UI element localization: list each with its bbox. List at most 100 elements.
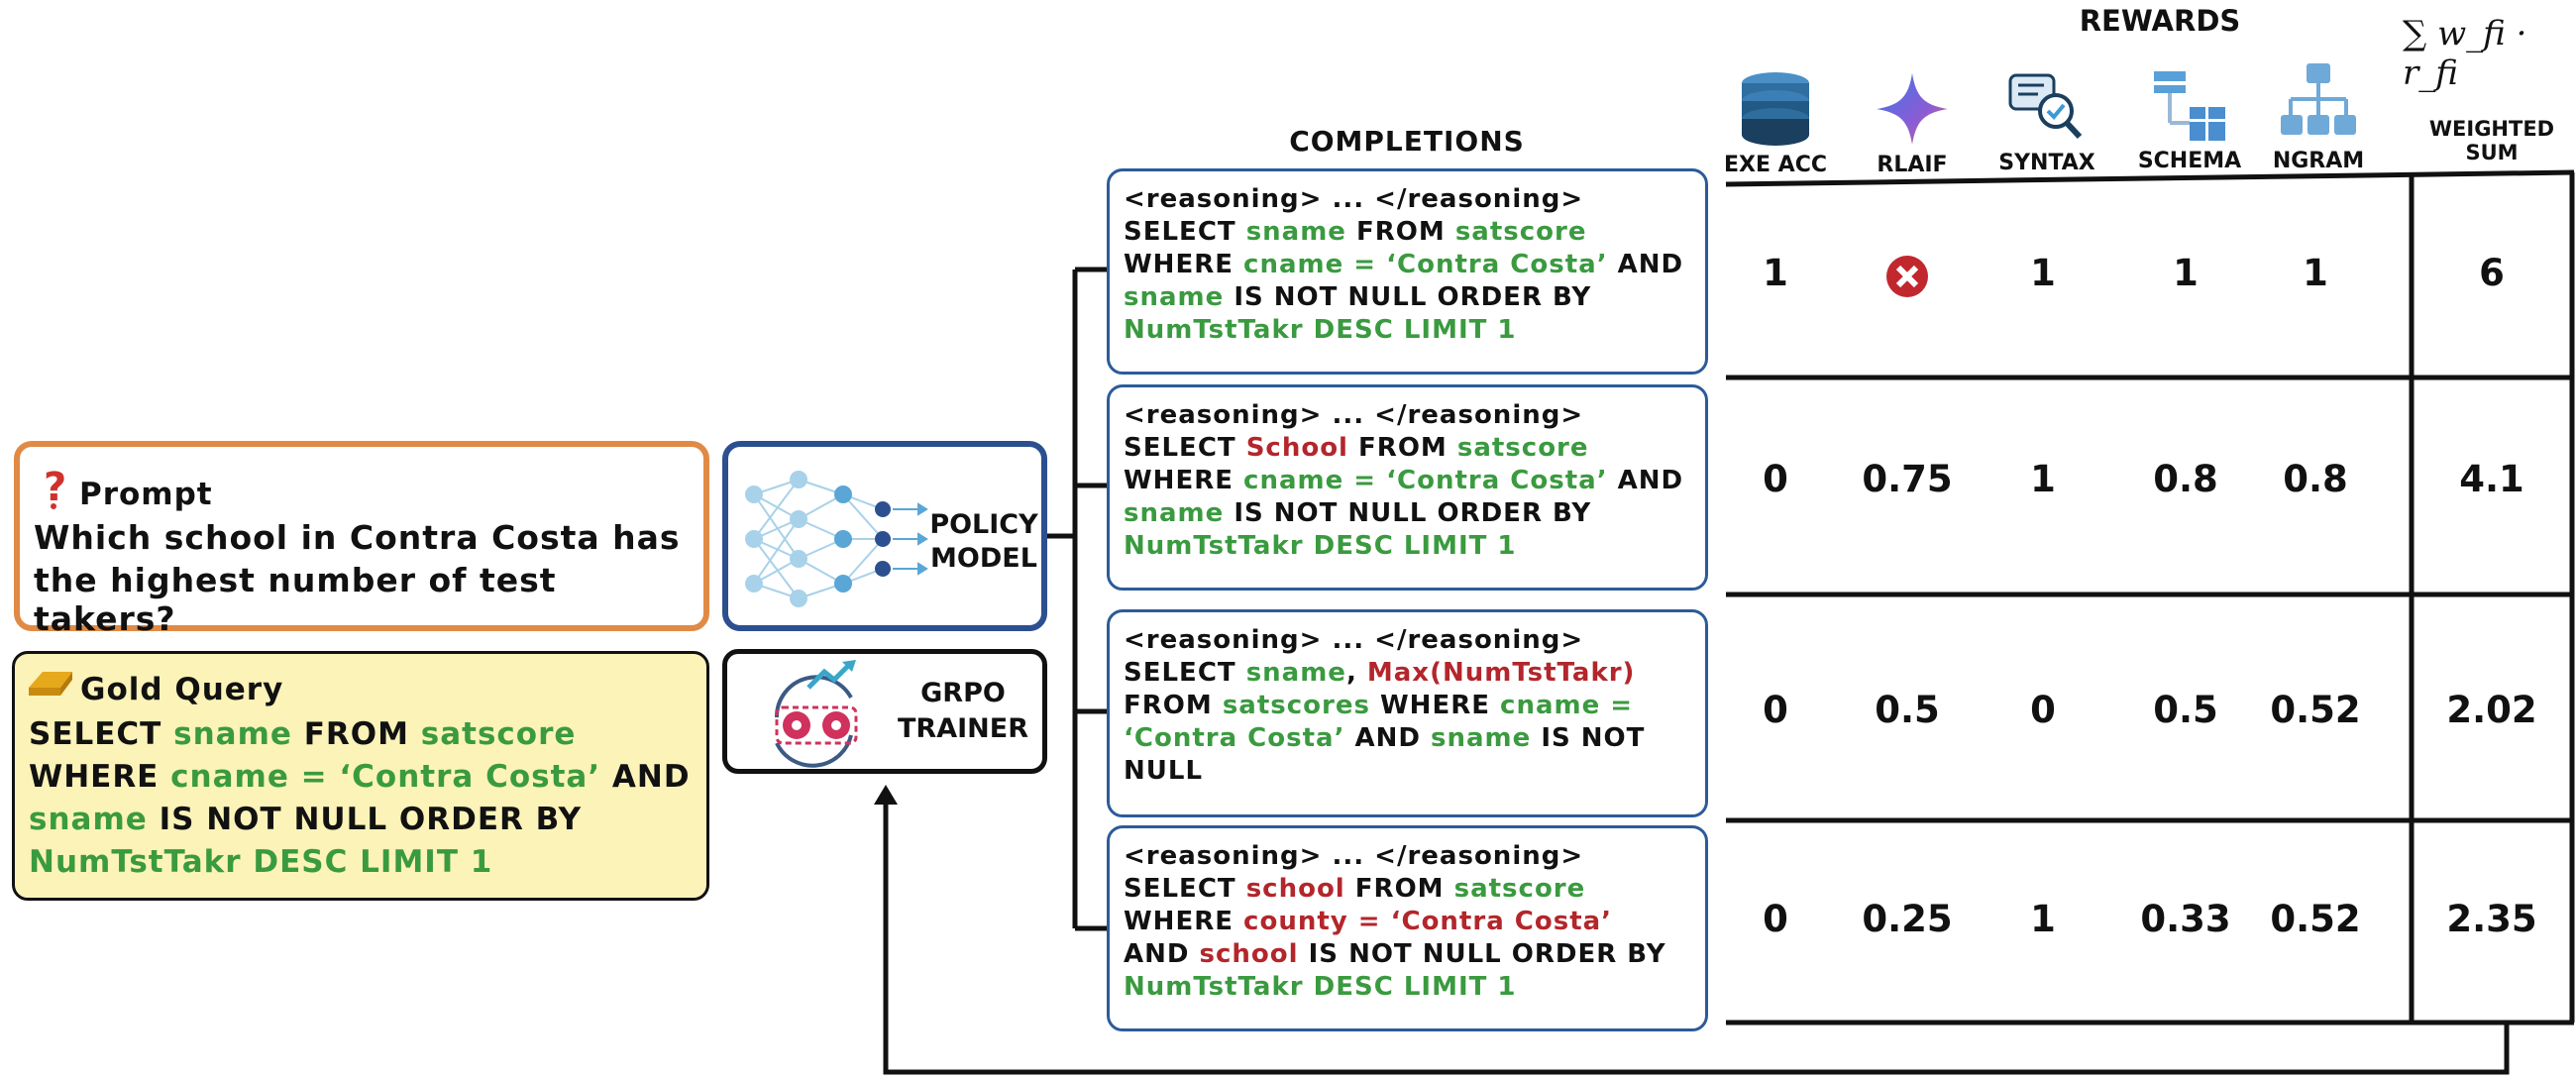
completion-4-line-1: SELECT school FROM satscore — [1124, 873, 1705, 906]
completion-2-line-2: WHERE cname = ‘Contra Costa’ AND — [1124, 465, 1705, 497]
database-icon — [1742, 72, 1809, 146]
completion-3-line-2: FROM satscores WHERE cname = — [1124, 690, 1705, 722]
reward-value: 0 — [1763, 898, 1788, 940]
sql-token: satscore — [1456, 433, 1589, 463]
schema-icon — [2154, 71, 2225, 141]
sql-token: FROM — [1344, 874, 1454, 904]
completion-4-line-4: NumTstTakr DESC LIMIT 1 — [1124, 971, 1705, 1004]
sql-token: , — [1345, 658, 1367, 688]
sql-token: Max(NumTstTakr) — [1366, 658, 1636, 688]
reward-header-syntax: SYNTAX — [1998, 151, 2095, 175]
completion-2-line-3: sname IS NOT NULL ORDER BY — [1124, 497, 1705, 530]
sql-token: satscore — [1453, 874, 1586, 904]
reward-value: 0 — [2030, 689, 2056, 731]
reward-value: 0.25 — [1862, 898, 1953, 940]
reward-value: 1 — [2030, 252, 2056, 294]
sql-token: cname = ‘Contra Costa’ — [1243, 250, 1608, 279]
sql-token: NumTstTakr DESC LIMIT 1 — [1124, 315, 1517, 345]
weighted-sum-value: 2.35 — [2446, 898, 2537, 940]
completion-1-line-3: sname IS NOT NULL ORDER BY — [1124, 281, 1705, 314]
sql-token: IS NOT NULL ORDER BY — [1224, 498, 1592, 528]
completion-1-reasoning: <reasoning> ... </reasoning> — [1124, 184, 1584, 214]
reward-header-rlaif: RLAIF — [1877, 153, 1948, 177]
neural-network-icon — [745, 471, 928, 607]
reward-value: 0.52 — [2270, 898, 2361, 940]
reward-value: 0.5 — [1875, 689, 1940, 731]
rewards-title: REWARDS — [2079, 4, 2241, 38]
sql-token: cname = — [1500, 691, 1634, 720]
sql-token: WHERE — [1369, 691, 1501, 720]
reward-value: 0 — [1763, 458, 1788, 500]
completion-1-line-1: SELECT sname FROM satscore — [1124, 216, 1705, 249]
completion-3-line-3: ‘Contra Costa’ AND sname IS NOT — [1124, 722, 1705, 755]
gold-line-1: SELECT sname FROM satscore — [29, 716, 577, 752]
sql-token: sname — [1124, 282, 1225, 312]
reward-header-schema: SCHEMA — [2137, 149, 2242, 173]
sql-token: SELECT — [1124, 433, 1246, 463]
weighted-sum-value: 4.1 — [2459, 458, 2524, 500]
completion-3-reasoning: <reasoning> ... </reasoning> — [1124, 625, 1584, 655]
completion-box-1: <reasoning> ... </reasoning> SELECT snam… — [1107, 168, 1708, 375]
gold-query-title: Gold Query — [80, 672, 284, 707]
completion-3-sql: SELECT sname, Max(NumTstTakr)FROM satsco… — [1124, 657, 1705, 788]
reward-value: 0.5 — [2153, 689, 2218, 731]
sql-token: FROM — [1345, 217, 1455, 247]
prompt-question-line2: the highest number of test takers? — [34, 561, 557, 638]
sql-token: NULL — [1124, 756, 1204, 786]
completion-2-line-4: NumTstTakr DESC LIMIT 1 — [1124, 530, 1705, 563]
completion-4-line-2: WHERE county = ‘Contra Costa’ — [1124, 906, 1705, 938]
weighted-sum-formula: ∑ w_fi · r_fi — [2403, 14, 2527, 93]
sql-token: county = ‘Contra Costa’ — [1243, 907, 1613, 936]
reward-header-ngram: NGRAM — [2272, 149, 2365, 173]
prompt-question-line1: Which school in Contra Costa has — [34, 518, 681, 557]
sql-token: sname — [1431, 723, 1532, 753]
sql-token: School — [1245, 433, 1348, 463]
question-mark-icon: ? — [44, 465, 66, 510]
reward-value: 1 — [2030, 458, 2056, 500]
completion-1-line-4: NumTstTakr DESC LIMIT 1 — [1124, 314, 1705, 347]
sql-token: IS NOT — [1531, 723, 1646, 753]
sql-token: school — [1245, 874, 1345, 904]
reward-value: 0.75 — [1862, 458, 1953, 500]
reward-value: 1 — [2303, 252, 2328, 294]
sql-token: WHERE — [1124, 466, 1244, 495]
sparkle-icon — [1877, 73, 1948, 145]
completion-3-line-1: SELECT sname, Max(NumTstTakr) — [1124, 657, 1705, 690]
sql-token: NumTstTakr DESC LIMIT 1 — [1124, 972, 1517, 1002]
completion-box-2: <reasoning> ... </reasoning> SELECT Scho… — [1107, 384, 1708, 591]
gold-line-3: sname IS NOT NULL ORDER BY — [29, 802, 583, 837]
sql-token: FROM — [1347, 433, 1457, 463]
sql-token: satscores — [1222, 691, 1370, 720]
gold-bar-icon — [29, 672, 72, 696]
sql-token: school — [1199, 939, 1299, 969]
sql-token: SELECT — [1124, 658, 1246, 688]
sql-token: AND — [1344, 723, 1432, 753]
completion-box-4: <reasoning> ... </reasoning> SELECT scho… — [1107, 825, 1708, 1031]
sql-token: sname — [1124, 498, 1225, 528]
sql-token: IS NOT NULL ORDER BY — [1224, 282, 1592, 312]
reward-header-exe-acc: EXE ACC — [1724, 153, 1827, 177]
sql-token: ‘Contra Costa’ — [1124, 723, 1345, 753]
reward-value: 1 — [2173, 252, 2199, 294]
gold-line-2: WHERE cname = ‘Contra Costa’ AND — [29, 759, 691, 795]
reward-value: 0.8 — [2153, 458, 2218, 500]
completions-title: COMPLETIONS — [1289, 125, 1525, 158]
reward-value: 1 — [2030, 898, 2056, 940]
completion-4-line-3: AND school IS NOT NULL ORDER BY — [1124, 938, 1705, 971]
prompt-title: Prompt — [79, 477, 213, 512]
sql-token: sname — [1245, 658, 1346, 688]
sql-token: NumTstTakr DESC LIMIT 1 — [1124, 531, 1517, 561]
completion-3-line-4: NULL — [1124, 755, 1705, 788]
fail-x-icon — [1833, 252, 1982, 308]
sql-token: AND — [1607, 466, 1684, 495]
completion-box-3: <reasoning> ... </reasoning> SELECT snam… — [1107, 609, 1708, 817]
sql-token: SELECT — [1124, 874, 1246, 904]
syntax-check-icon — [2008, 73, 2083, 140]
sql-token: AND — [1607, 250, 1684, 279]
